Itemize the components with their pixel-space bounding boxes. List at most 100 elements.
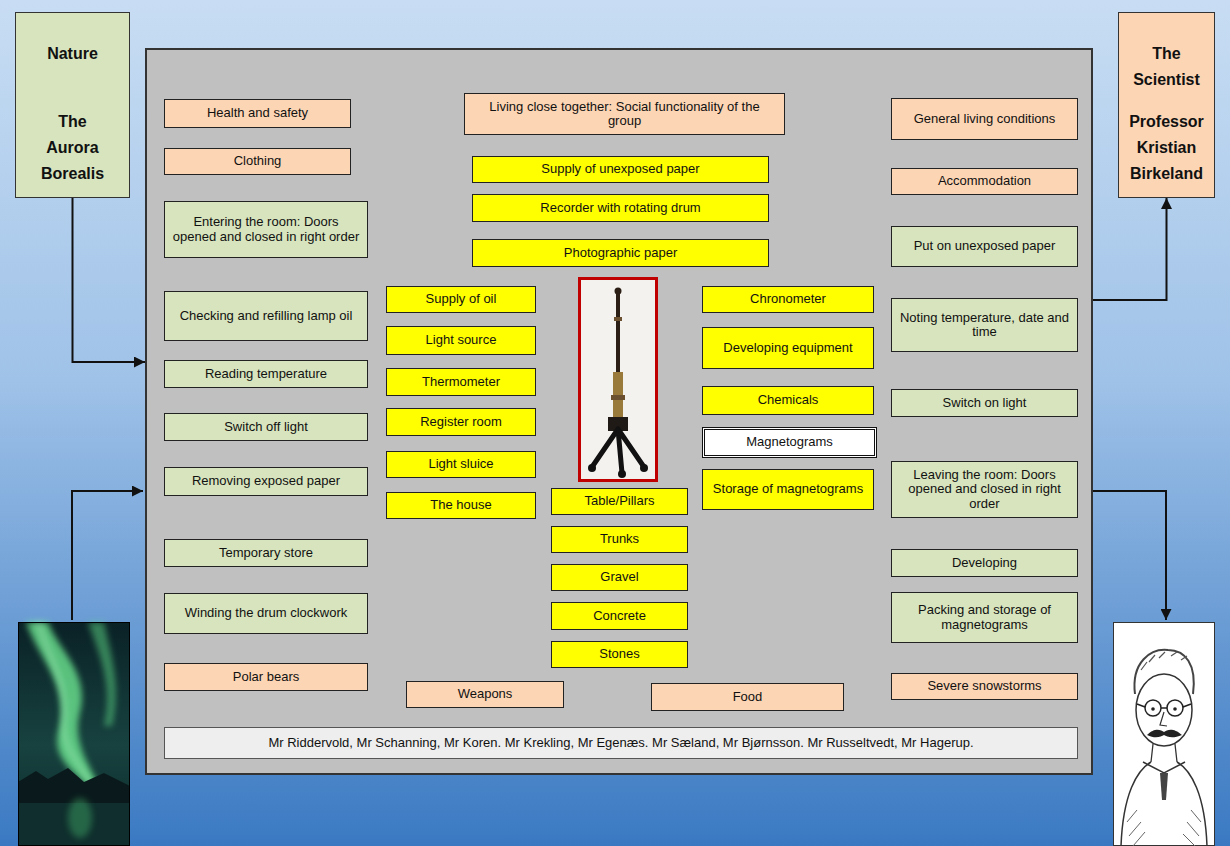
task-box: Developing — [891, 549, 1078, 577]
reflection — [68, 798, 92, 838]
equipment-box: Chemicals — [702, 386, 874, 415]
box-label: Mr Riddervold, Mr Schanning, Mr Koren. M… — [268, 736, 973, 750]
mountains — [18, 768, 130, 803]
eye — [1173, 707, 1177, 711]
spectacles — [1145, 700, 1161, 716]
jacket — [1121, 762, 1207, 846]
equipment-box: Supply of oil — [386, 286, 536, 313]
task-box: Winding the drum clockwork — [164, 593, 368, 634]
box-label: Switch off light — [224, 420, 308, 434]
box-label: The house — [430, 498, 491, 512]
task-box: Noting temperature, date and time — [891, 298, 1078, 352]
box-label: Chemicals — [758, 393, 819, 407]
box-label: Nature — [36, 41, 110, 67]
equipment-box: Storage of magnetograms — [702, 469, 874, 510]
portrait-frame — [1114, 623, 1215, 846]
context-box: General living conditions — [891, 98, 1078, 140]
box-label: Living close together: Social functional… — [471, 100, 778, 129]
eye — [1151, 707, 1155, 711]
box-label: Stones — [599, 647, 639, 661]
box-label: Weapons — [458, 687, 513, 701]
box-label: Accommodation — [938, 174, 1031, 188]
context-box: Severe snowstorms — [891, 673, 1078, 700]
context-box: Polar bears — [164, 663, 368, 691]
box-label: Packing and storage of magnetograms — [898, 603, 1071, 632]
foot — [618, 470, 626, 478]
task-box: Packing and storage of magnetograms — [891, 592, 1078, 643]
mustache — [1147, 730, 1182, 738]
box-label: Professor Kristian Birkeland — [1122, 109, 1212, 187]
equipment-box: Gravel — [551, 564, 688, 591]
box-label: Light source — [426, 333, 497, 347]
box-label: The Aurora Borealis — [36, 109, 110, 187]
task-box: Leaving the room: Doors opened and close… — [891, 461, 1078, 518]
context-box: Accommodation — [891, 168, 1078, 195]
night-sky — [18, 622, 130, 846]
equipment-box: Supply of unexposed paper — [472, 156, 769, 183]
aurora-photo — [18, 622, 130, 846]
knob — [611, 395, 625, 400]
flow-arrow — [1093, 491, 1166, 620]
equipment-box: Table/Pillars — [551, 488, 688, 515]
header-box: The ScientistProfessor Kristian Birkelan… — [1118, 12, 1215, 198]
box-label: Clothing — [234, 154, 282, 168]
box-label: Removing exposed paper — [192, 474, 340, 488]
equipment-box: Trunks — [551, 526, 688, 553]
box-label: Developing equipment — [723, 341, 852, 355]
equipment-box: Photographic paper — [472, 239, 769, 267]
box-label: Food — [733, 690, 763, 704]
box-label: Supply of unexposed paper — [541, 162, 699, 176]
aurora-curtain — [26, 622, 100, 788]
box-label: Reading temperature — [205, 367, 327, 381]
box-label: Thermometer — [422, 375, 500, 389]
box-label: Severe snowstorms — [927, 679, 1041, 693]
task-box: Entering the room: Doors opened and clos… — [164, 201, 368, 258]
neck — [1151, 744, 1177, 762]
magnetometer-photo — [578, 277, 658, 482]
product-box: Magnetograms — [702, 427, 877, 458]
aurora-core — [38, 622, 90, 782]
equipment-box: Stones — [551, 641, 688, 668]
box-label: Health and safety — [207, 106, 308, 120]
context-box: Weapons — [406, 681, 564, 708]
task-box: Put on unexposed paper — [891, 226, 1078, 267]
box-label: Recorder with rotating drum — [540, 201, 700, 215]
aurora-curtain — [88, 622, 116, 726]
box-label: The Scientist — [1122, 41, 1212, 93]
nose — [1160, 712, 1167, 726]
equipment-box: Light source — [386, 326, 536, 355]
box-label: Register room — [420, 415, 502, 429]
box-label: Temporary store — [219, 546, 313, 560]
box-label: Supply of oil — [426, 292, 497, 306]
portrait-sketch — [1114, 623, 1215, 846]
equipment-box: The house — [386, 492, 536, 519]
box-label: Storage of magnetograms — [713, 482, 863, 496]
photo-frame — [19, 623, 130, 846]
equipment-box: Chronometer — [702, 286, 874, 313]
foot — [588, 464, 596, 472]
spectacles-frame — [1137, 704, 1191, 708]
box-label: Entering the room: Doors opened and clos… — [171, 215, 361, 244]
equipment-box: Concrete — [551, 602, 688, 630]
photo-frame — [580, 279, 657, 481]
tripod-legs — [592, 429, 644, 473]
names-bar: Mr Riddervold, Mr Schanning, Mr Koren. M… — [164, 727, 1078, 759]
box-label: Chronometer — [750, 292, 826, 306]
face — [1136, 674, 1192, 746]
equipment-box: Thermometer — [386, 368, 536, 396]
equipment-box: Register room — [386, 408, 536, 436]
brass-cylinder — [613, 372, 623, 417]
context-box: Health and safety — [164, 99, 351, 128]
task-box: Reading temperature — [164, 360, 368, 388]
context-box: Living close together: Social functional… — [464, 93, 785, 135]
hair — [1134, 650, 1193, 694]
box-label: Table/Pillars — [584, 494, 654, 508]
box-label: Winding the drum clockwork — [185, 606, 348, 620]
equipment-box: Developing equipment — [702, 327, 874, 369]
box-label: Switch on light — [943, 396, 1027, 410]
context-box: Food — [651, 683, 844, 711]
box-label: Polar bears — [233, 670, 299, 684]
box-label: Trunks — [600, 532, 639, 546]
box-label: Developing — [952, 556, 1017, 570]
box-label: Magnetograms — [746, 435, 833, 449]
